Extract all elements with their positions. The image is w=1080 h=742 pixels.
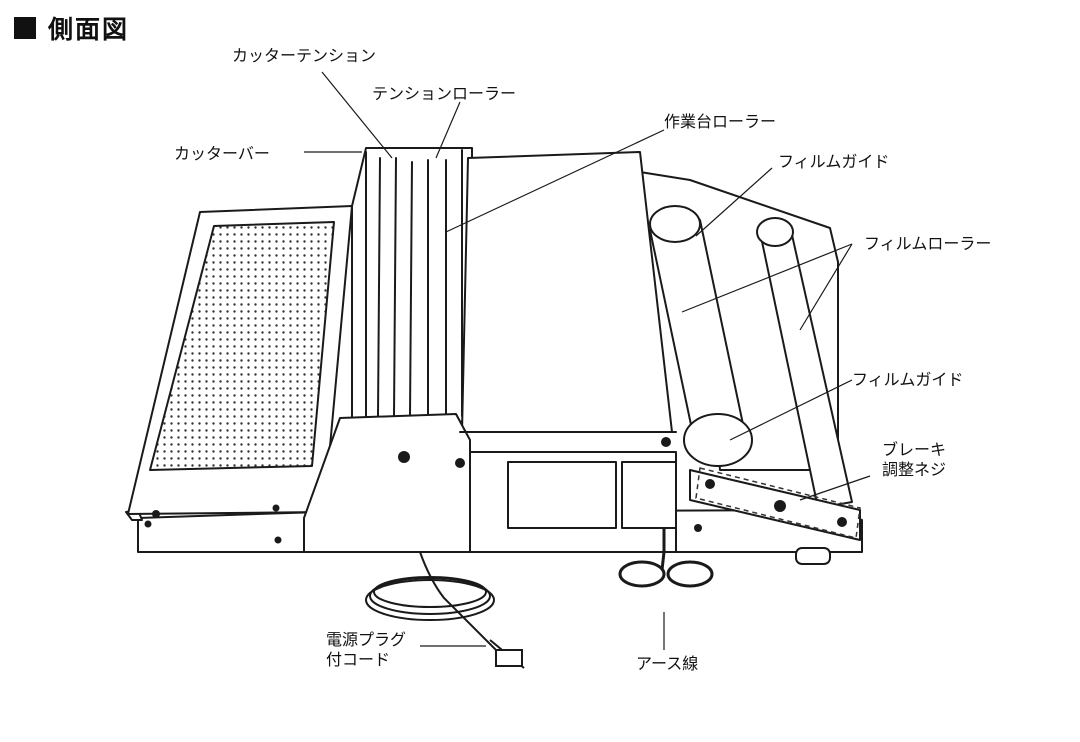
label-film-guide-top: フィルムガイド (778, 152, 890, 171)
label-brake-adjust: ブレーキ 調整ネジ (882, 440, 946, 480)
label-film-roller: フィルムローラー (864, 234, 992, 253)
label-power-plug: 電源プラグ 付コード (326, 630, 406, 670)
diagram-title: 側面図 (14, 10, 129, 46)
left-side-panel (303, 413, 471, 553)
power-cord (365, 551, 525, 669)
label-cutter-bar: カッターバー (174, 144, 270, 163)
label-power-line1: 電源プラグ (326, 630, 407, 649)
label-tension-roller: テンションローラー (372, 84, 517, 103)
front-window-right (621, 461, 677, 529)
work-table (461, 151, 673, 433)
title-square-icon (14, 17, 36, 39)
label-earth-wire: アース線 (636, 654, 699, 673)
label-brake-line2: 調整ネジ (882, 460, 947, 479)
label-worktable-roller: 作業台ローラー (664, 112, 777, 131)
label-cutter-tension: カッターテンション (232, 46, 377, 65)
front-window-left (507, 461, 617, 529)
brake-highlight (695, 467, 861, 539)
leader-lines (304, 71, 871, 650)
title-text: 側面図 (48, 15, 130, 44)
label-brake-line1: ブレーキ (882, 440, 947, 459)
label-film-guide-bottom: フィルムガイド (852, 370, 964, 389)
hot-plate-inner (149, 221, 335, 471)
label-power-line2: 付コード (326, 650, 391, 669)
earth-wire (618, 528, 714, 588)
